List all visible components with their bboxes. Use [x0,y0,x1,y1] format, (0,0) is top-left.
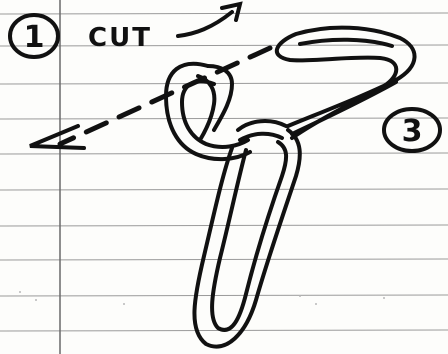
step-one-badge: 1 [10,15,58,57]
cut-label: CUT [88,23,152,53]
paper-specks [19,291,385,305]
step-three-label: 3 [402,114,423,149]
step-one-label: 1 [24,20,45,55]
arrow-icon [178,4,240,36]
knot-loop-drawing [166,28,415,347]
step-three-badge: 3 [384,109,440,151]
dashed-arrow-icon [30,48,270,148]
